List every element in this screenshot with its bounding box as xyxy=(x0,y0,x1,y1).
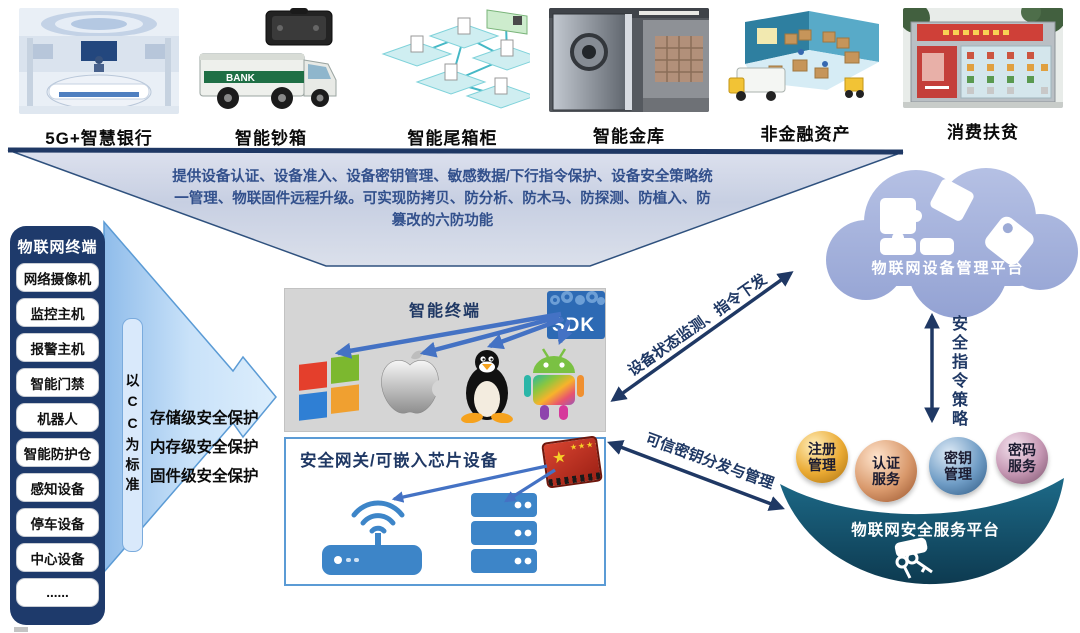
iot-terminal-panel: 物联网终端 网络摄像机 监控主机 报警主机 智能门禁 机器人 智能防护仓 感知设… xyxy=(10,226,105,625)
apple-logo-icon xyxy=(381,350,443,414)
device-mgmt-platform-label: 物联网设备管理平台 xyxy=(871,260,1025,277)
terminal-item-center: 中心设备 xyxy=(16,543,99,572)
scenario-label: 非金融资产 xyxy=(760,125,851,144)
scenario-shop: 消费扶贫 xyxy=(902,8,1064,143)
protection-line-firmware: 固件级安全保护 xyxy=(150,468,259,485)
shop-shelves xyxy=(967,52,1048,94)
cashbox-case xyxy=(265,8,333,46)
wifi-router-icon xyxy=(322,500,422,575)
chip-pins xyxy=(548,472,601,487)
vault-photo xyxy=(549,8,709,112)
scenario-cashbox: BANK 智能钞箱 xyxy=(196,8,346,149)
scenario-label: 智能金库 xyxy=(593,127,665,146)
bank-interior-photo xyxy=(19,8,179,114)
scenario-label: 智能钞箱 xyxy=(235,129,307,148)
smart-terminal-box: 智能终端 SDK xyxy=(284,288,606,432)
scenario-label: 智能尾箱柜 xyxy=(407,129,498,148)
scenario-label: 消费扶贫 xyxy=(947,123,1019,142)
truck-bank-text: BANK xyxy=(226,73,256,84)
cc-standard-label: 以CC为标准 xyxy=(124,373,141,497)
terminal-item-more: ...... xyxy=(16,578,99,607)
warehouse-boxes xyxy=(768,29,860,79)
sdk-gears-art xyxy=(550,291,605,305)
bottom-gray-mark xyxy=(14,627,28,632)
service-platform-bowl xyxy=(780,478,1064,585)
chip-stars-small: ★★★★ xyxy=(569,438,603,453)
scenario-label: 5G+智慧银行 xyxy=(45,129,153,148)
windows-logo-icon xyxy=(299,354,359,421)
tag-icon xyxy=(985,216,1034,265)
protection-line-storage: 存储级安全保护 xyxy=(150,410,259,427)
scenario-vault: 智能金库 xyxy=(548,8,710,147)
scenario-tailbox: 智能尾箱柜 xyxy=(375,8,530,149)
sdk-label: SDK xyxy=(552,315,596,336)
puzzle-icon xyxy=(880,179,974,255)
capability-banner-text: 提供设备认证、设备准入、设备密钥管理、敏感数据/下行指令保护、设备安全策略统一管… xyxy=(172,169,713,229)
terminal-item-sensor: 感知设备 xyxy=(16,473,99,502)
cc-standard-strip: 以CC为标准 xyxy=(122,318,143,552)
cloud-shape xyxy=(826,168,1078,318)
protection-line-memory: 内存级安全保护 xyxy=(150,439,259,456)
sphere-crypto-service: 密码服务 xyxy=(996,432,1048,484)
keys-icon xyxy=(894,537,933,579)
terminal-item-monitor: 监控主机 xyxy=(16,298,99,327)
security-gateway-box: 安全网关/可嵌入芯片设备 ★ ★★★★ xyxy=(284,435,606,586)
scenario-warehouse: 非金融资产 xyxy=(727,8,884,145)
linux-tux-icon xyxy=(461,350,513,423)
terminal-item-access: 智能门禁 xyxy=(16,368,99,397)
security-gateway-title: 安全网关/可嵌入芯片设备 xyxy=(300,452,499,470)
chip-star: ★ xyxy=(551,448,568,468)
terminal-item-parking: 停车设备 xyxy=(16,508,99,537)
sphere-authentication: 认证服务 xyxy=(855,440,917,502)
terminal-item-camera: 网络摄像机 xyxy=(16,263,99,292)
capability-banner-shape xyxy=(7,147,904,267)
iot-terminal-panel-title: 物联网终端 xyxy=(17,239,98,256)
terminal-item-alarm: 报警主机 xyxy=(16,333,99,362)
warehouse-photo xyxy=(727,8,884,110)
network-cabinet-photo xyxy=(375,8,530,114)
scenario-bank: 5G+智慧银行 xyxy=(18,8,180,149)
cash-truck-photo: BANK xyxy=(196,8,346,114)
sphere-key-management: 密钥管理 xyxy=(929,437,987,495)
protection-levels: 存储级安全保护 内存级安全保护 固件级安全保护 xyxy=(150,404,259,491)
terminal-item-robot: 机器人 xyxy=(16,403,99,432)
policy-link-label: 安全指令策略 xyxy=(949,315,966,429)
server-icon xyxy=(471,493,537,573)
security-service-platform-label: 物联网安全服务平台 xyxy=(851,522,1000,539)
sphere-registration: 注册管理 xyxy=(796,431,848,483)
android-robot-icon xyxy=(524,348,584,420)
terminal-item-vaultbox: 智能防护仓 xyxy=(16,438,99,467)
poverty-relief-shop-photo xyxy=(903,8,1063,108)
security-chip-icon: ★ ★★★★ xyxy=(541,435,603,489)
sdk-badge: SDK xyxy=(547,291,605,339)
network-platforms xyxy=(381,17,530,109)
